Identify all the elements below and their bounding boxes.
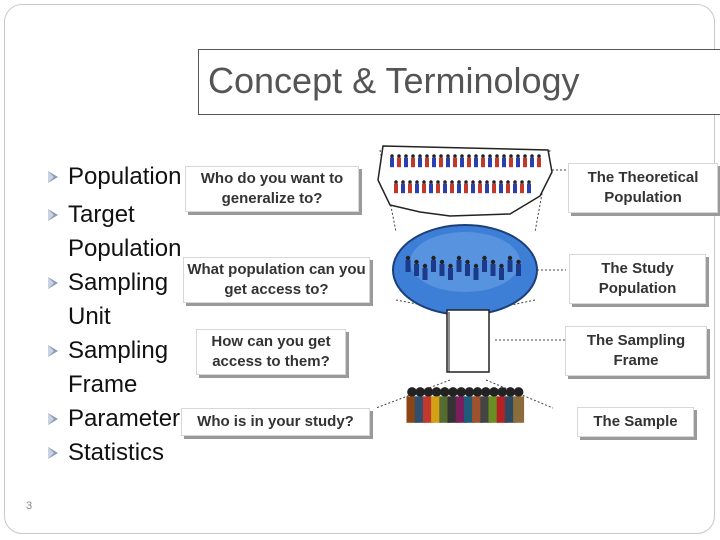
level-sample: The Sample <box>577 407 694 437</box>
sampling-frame-box-icon <box>446 309 490 373</box>
question-text: What population can you get access to? <box>187 261 366 298</box>
level-study-population: The Study Population <box>569 254 706 304</box>
bullet-text-cont: Unit <box>68 303 111 330</box>
bullet-text: Statistics <box>68 439 165 466</box>
slide-title: Concept & Terminology <box>208 60 580 101</box>
page-number: 3 <box>26 500 33 512</box>
bullet-icon <box>48 277 58 289</box>
bullet-text: Sampling <box>68 337 169 364</box>
bullet-text: Population <box>68 163 182 190</box>
bullet-icon <box>48 447 58 459</box>
bullet-text: Sampling <box>68 269 169 296</box>
bullet-statistics: Statistics <box>48 436 248 470</box>
bullet-icon <box>48 209 58 221</box>
bullet-icon <box>48 171 58 183</box>
question-access: What population can you get access to? <box>183 257 370 303</box>
level-text: The Sample <box>593 413 678 430</box>
population-globe-icon <box>392 224 538 316</box>
level-text: The Study Population <box>598 260 677 297</box>
bullet-target-population: Target Population <box>48 198 248 266</box>
question-in-study: Who is in your study? <box>181 408 370 436</box>
bullet-parameter: Parameter <box>48 402 248 436</box>
bullet-text-cont: Population <box>68 235 182 262</box>
level-text: The Sampling Frame <box>586 332 686 369</box>
title-box <box>198 49 720 115</box>
bullet-text-cont: Frame <box>68 371 138 398</box>
bullet-population: Population <box>48 160 248 194</box>
level-sampling-frame: The Sampling Frame <box>565 326 707 376</box>
bullet-list: Population Target Population Sampling Un… <box>48 160 248 470</box>
question-generalize: Who do you want to generalize to? <box>185 166 359 212</box>
slide-frame <box>4 4 715 534</box>
level-text: The Theoretical Population <box>587 169 699 206</box>
question-text: Who is in your study? <box>197 413 354 430</box>
level-theoretical-population: The Theoretical Population <box>568 163 718 213</box>
sample-people-icon <box>406 387 525 423</box>
question-text: How can you get access to them? <box>211 333 331 370</box>
bullet-text: Parameter <box>68 405 181 432</box>
question-how-access: How can you get access to them? <box>196 329 346 375</box>
bullet-sampling-frame: Sampling Frame <box>48 334 248 402</box>
question-text: Who do you want to generalize to? <box>200 170 344 207</box>
bullet-icon <box>48 345 58 357</box>
bullet-sampling-unit: Sampling Unit <box>48 266 248 334</box>
us-flag-map-icon <box>377 145 553 217</box>
bullet-icon <box>48 413 58 425</box>
bullet-text: Target <box>68 201 135 228</box>
